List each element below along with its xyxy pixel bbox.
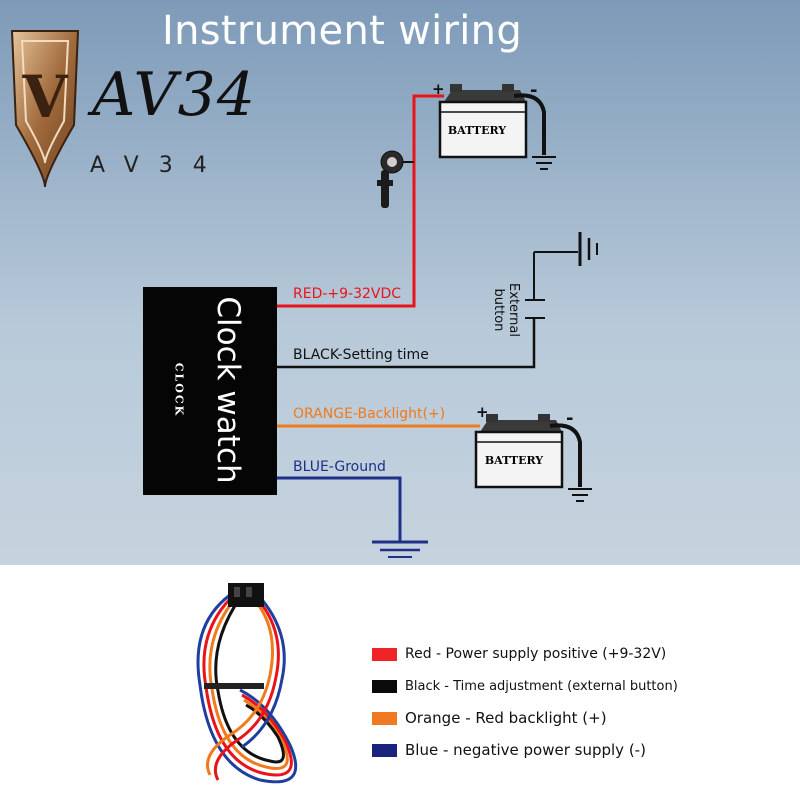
legend-label: Black - Time adjustment (external button… — [405, 678, 678, 694]
legend-item: Orange - Red backlight (+) — [372, 702, 678, 734]
legend-label: Orange - Red backlight (+) — [405, 709, 607, 727]
diagram-title: Instrument wiring — [162, 8, 523, 54]
blue-wire — [277, 476, 402, 542]
battery-bottom: BATTERY + - — [474, 403, 592, 502]
logo-spaced-text: AV34 — [90, 153, 227, 178]
battery-top-minus: - — [530, 80, 537, 101]
battery-top-label: BATTERY — [448, 124, 506, 137]
ground-symbol-bottom — [372, 540, 428, 558]
clock-small-label: CLOCK — [172, 362, 186, 418]
shield-logo-icon: V — [10, 30, 80, 188]
clock-module — [143, 287, 277, 495]
color-legend: Red - Power supply positive (+9-32V) Bla… — [372, 638, 678, 766]
ignition-key-icon — [377, 150, 414, 208]
external-button-line1: External — [506, 283, 521, 337]
legend-item: Blue - negative power supply (-) — [372, 734, 678, 766]
legend-item: Black - Time adjustment (external button… — [372, 670, 678, 702]
legend-label: Red - Power supply positive (+9-32V) — [405, 646, 667, 662]
battery-top: BATTERY + - — [432, 80, 556, 170]
shield-letter: V — [21, 63, 68, 131]
bottom-panel — [0, 565, 800, 800]
external-button-line2: button — [491, 288, 506, 332]
black-wire — [277, 318, 536, 369]
logo-script-text: AV34 — [92, 60, 257, 130]
black-wire-label: BLACK-Setting time — [293, 347, 429, 363]
ground-symbol-top — [578, 232, 598, 266]
battery-top-plus: + — [432, 80, 445, 98]
orange-wire-label: ORANGE-Backlight(+) — [293, 406, 446, 422]
battery-bottom-label: BATTERY — [485, 454, 543, 467]
legend-swatch-blue — [372, 743, 397, 757]
legend-label: Blue - negative power supply (-) — [405, 741, 646, 759]
wire-harness-image — [196, 583, 298, 784]
push-button-symbol — [525, 251, 578, 319]
wiring-diagram: BATTERY + - BATTERY + - — [277, 80, 598, 558]
red-wire — [277, 94, 444, 308]
legend-swatch-red — [372, 647, 397, 661]
battery-bottom-minus: - — [566, 408, 573, 429]
battery-bottom-plus: + — [476, 403, 489, 421]
red-wire-label: RED-+9-32VDC — [293, 286, 402, 302]
blue-wire-label: BLUE-Ground — [293, 459, 386, 475]
legend-item: Red - Power supply positive (+9-32V) — [372, 638, 678, 670]
legend-swatch-black — [372, 679, 397, 693]
legend-swatch-orange — [372, 711, 397, 725]
